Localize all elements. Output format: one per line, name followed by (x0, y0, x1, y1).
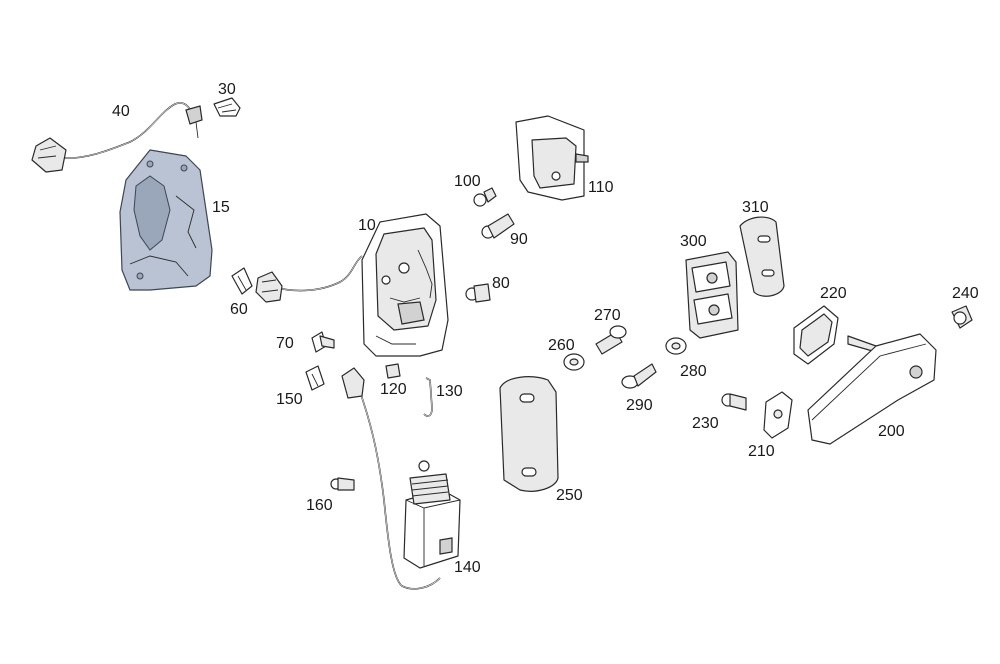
callout-270: 270 (594, 307, 621, 324)
part-200-handle (807, 333, 937, 445)
part-240-screw (951, 305, 973, 329)
part-270-bolt (595, 325, 627, 355)
part-10-lock (255, 213, 449, 357)
callout-150: 150 (276, 391, 303, 408)
part-140-actuator (341, 367, 461, 590)
callout-110: 110 (588, 179, 614, 196)
callout-240: 240 (952, 285, 979, 302)
callout-40: 40 (112, 103, 130, 120)
callout-230: 230 (692, 415, 719, 432)
callout-60: 60 (230, 301, 248, 318)
part-210-gasket (763, 391, 793, 439)
callout-130: 130 (436, 383, 463, 400)
callout-15: 15 (212, 199, 230, 216)
part-80-bolt (465, 283, 491, 303)
part-290-bolt (621, 363, 657, 389)
callout-220: 220 (820, 285, 847, 302)
part-130-hook (423, 377, 433, 417)
callout-120: 120 (380, 381, 407, 398)
part-160-screw (330, 477, 355, 491)
part-30-clip (213, 97, 241, 117)
part-310-gasket (739, 216, 785, 297)
callout-250: 250 (556, 487, 583, 504)
callout-310: 310 (742, 199, 769, 216)
callout-30: 30 (218, 81, 236, 98)
part-120-connector (385, 363, 401, 379)
part-280-washer (665, 337, 687, 355)
callout-90: 90 (510, 231, 528, 248)
part-150-clip (305, 365, 325, 391)
callout-10: 10 (358, 217, 376, 234)
part-90-sleeve (481, 213, 515, 239)
callout-100: 100 (454, 173, 481, 190)
callout-280: 280 (680, 363, 707, 380)
callout-300: 300 (680, 233, 707, 250)
part-250-plate (499, 376, 559, 492)
callout-210: 210 (748, 443, 775, 460)
part-260-washer (563, 353, 585, 371)
part-15-housing (119, 149, 213, 291)
callout-140: 140 (454, 559, 481, 576)
part-60-clip (231, 267, 253, 295)
callout-200: 200 (878, 423, 905, 440)
callout-160: 160 (306, 497, 333, 514)
callout-70: 70 (276, 335, 294, 352)
part-230-screw (721, 393, 747, 411)
callout-80: 80 (492, 275, 510, 292)
part-300-striker (685, 251, 739, 339)
part-220-gasket (793, 305, 839, 365)
part-100-screw (473, 187, 497, 207)
part-70-screw (311, 331, 335, 353)
part-110-bracket (515, 115, 589, 201)
callout-260: 260 (548, 337, 575, 354)
part-40-cable (31, 102, 203, 173)
callout-290: 290 (626, 397, 653, 414)
